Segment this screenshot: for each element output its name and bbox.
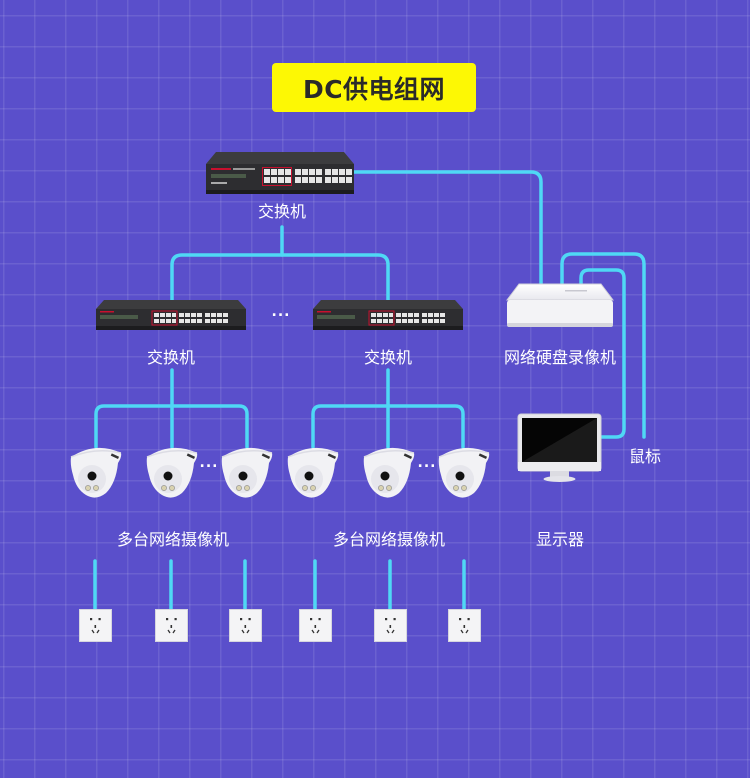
power-outlet-icon (155, 609, 188, 642)
line-right-camera-bus (311, 404, 465, 449)
access-switch-label-1: 交换机 (146, 348, 196, 367)
dome-camera-icon (287, 447, 339, 498)
power-outlet-icon (229, 609, 262, 642)
camera-ellipsis-2: ... (417, 455, 437, 471)
access-switch-icon-2 (313, 300, 463, 330)
access-switch-label-2: 交换机 (363, 348, 413, 367)
line-nvr-to-monitor (579, 268, 626, 439)
nvr-label: 网络硬盘录像机 (503, 348, 617, 367)
dome-camera-icon (70, 447, 122, 498)
monitor-icon (517, 413, 602, 482)
core-switch-icon (206, 152, 354, 194)
mouse-label: 鼠标 (628, 447, 662, 466)
dome-camera-icon (146, 447, 198, 498)
dome-camera-icon (363, 447, 415, 498)
power-outlet-icon (374, 609, 407, 642)
line-left-camera-bus (94, 404, 249, 449)
power-outlet-icon (299, 609, 332, 642)
camera-group-label-2: 多台网络摄像机 (332, 530, 446, 549)
monitor-label: 显示器 (535, 530, 585, 549)
power-outlet-icon (448, 609, 481, 642)
camera-ellipsis-1: ... (199, 455, 219, 471)
line-access-switch-bus (170, 253, 390, 305)
dome-camera-icon (438, 447, 490, 498)
switch-ellipsis: ... (271, 304, 291, 320)
nvr-icon (506, 283, 614, 327)
line-core-switch-to-nvr (348, 170, 543, 287)
core-switch-label: 交换机 (257, 202, 307, 221)
line-nvr-to-mouse (560, 252, 646, 439)
access-switch-icon-1 (96, 300, 246, 330)
dome-camera-icon (221, 447, 273, 498)
power-outlet-icon (79, 609, 112, 642)
diagram-title: DC供电组网 (272, 63, 476, 112)
camera-group-label-1: 多台网络摄像机 (116, 530, 230, 549)
